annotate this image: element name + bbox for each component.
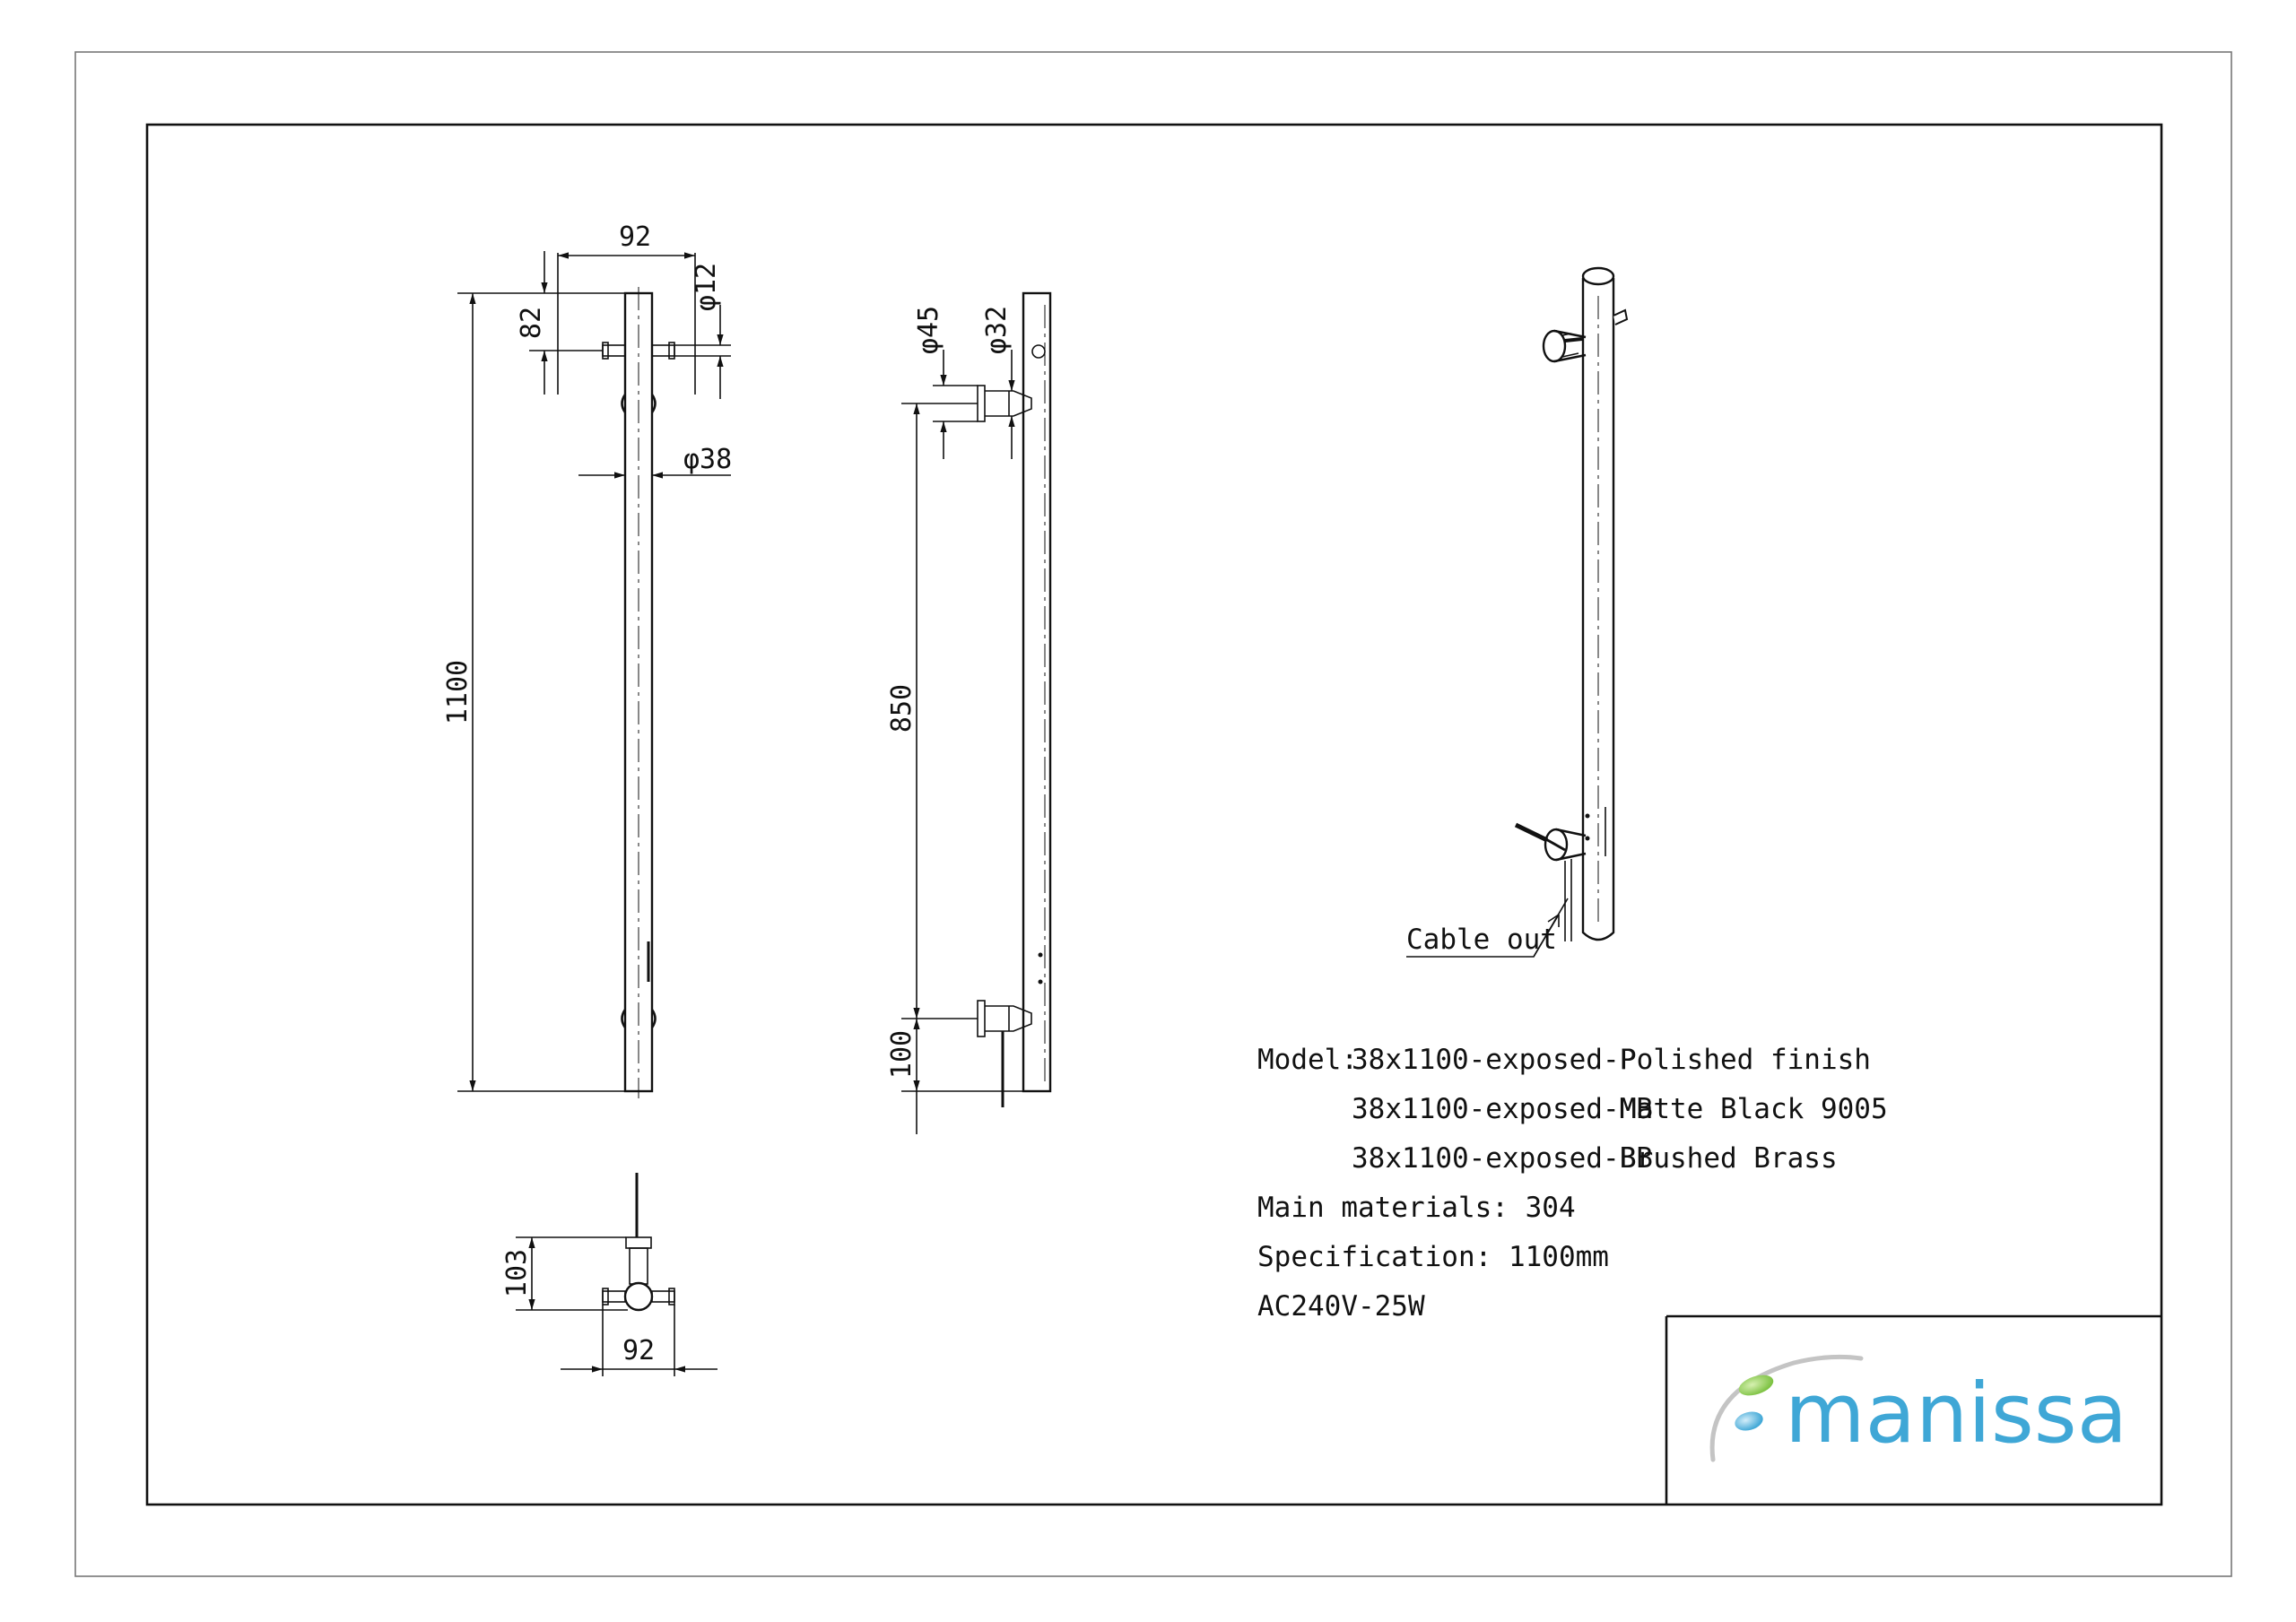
model-finish-2: Matte Black 9005 [1620,1093,1888,1125]
top-pin-left [602,1290,626,1303]
spec-block: Model: 38x1100-exposed-P Polished finish… [1257,1044,1888,1323]
power-text: AC240V-25W [1257,1290,1425,1323]
front-bracket-bottom [621,1009,657,1028]
dim-width-bottom: 92 [622,1335,655,1366]
iso-bracket-top [1542,329,1567,363]
top-tube [623,1281,654,1312]
side-tube [1022,291,1052,1093]
logo-swoosh-icon [1709,1354,1864,1462]
dim-depth: 103 [501,1249,533,1297]
front-bracket-top [621,394,657,413]
dim-width-top: 92 [619,221,651,253]
iso-cable [1514,822,1549,843]
dim-bracket-inner: φ32 [981,306,1013,354]
manissa-logo: manissa [1709,1354,2127,1462]
brand-name: manissa [1785,1366,2127,1462]
front-pin-left [602,344,626,357]
front-pin-right [651,344,675,357]
dim-spacing: 850 [886,684,918,733]
dim-offset: 82 [516,307,547,339]
model-code-3: 38x1100-exposed-BB [1352,1142,1653,1175]
top-pin-right [651,1290,675,1303]
inner-border [145,123,2163,1506]
iso-view: Cable out [1406,266,1629,958]
side-bracket-bottom-plate [977,1000,986,1037]
dim-height: 1100 [442,660,474,724]
dim-tube: φ38 [683,444,732,475]
side-bracket-top-plate [977,385,986,422]
side-pin-hole [1031,344,1046,359]
logo-leaf-icon [1738,1375,1774,1396]
top-view: 103 92 [501,1173,718,1376]
dim-bracket: φ45 [913,306,944,354]
dim-hook-pin: φ12 [691,263,722,311]
cable-out-label: Cable out [1406,924,1557,956]
front-view: 92 82 φ12 φ38 1100 [442,221,732,1098]
model-code-2: 38x1100-exposed-MB [1352,1093,1653,1125]
model-finish-1: Polished finish [1620,1044,1871,1076]
logo-drop-icon [1735,1411,1763,1431]
side-view: φ45 φ32 850 100 [886,291,1052,1134]
outer-border [74,51,2232,1577]
top-bracket [629,1247,648,1285]
model-code-1: 38x1100-exposed-P [1352,1044,1636,1076]
iso-tube-cap [1581,266,1615,286]
model-finish-3: Brushed Brass [1620,1142,1838,1175]
materials-text: Main materials: 304 [1257,1192,1576,1224]
model-label: Model: [1257,1044,1358,1076]
top-bracket-plate [625,1236,652,1249]
specification-text: Specification: 1100mm [1257,1241,1609,1273]
dim-bottom: 100 [886,1030,918,1079]
title-block [1665,1314,2161,1505]
